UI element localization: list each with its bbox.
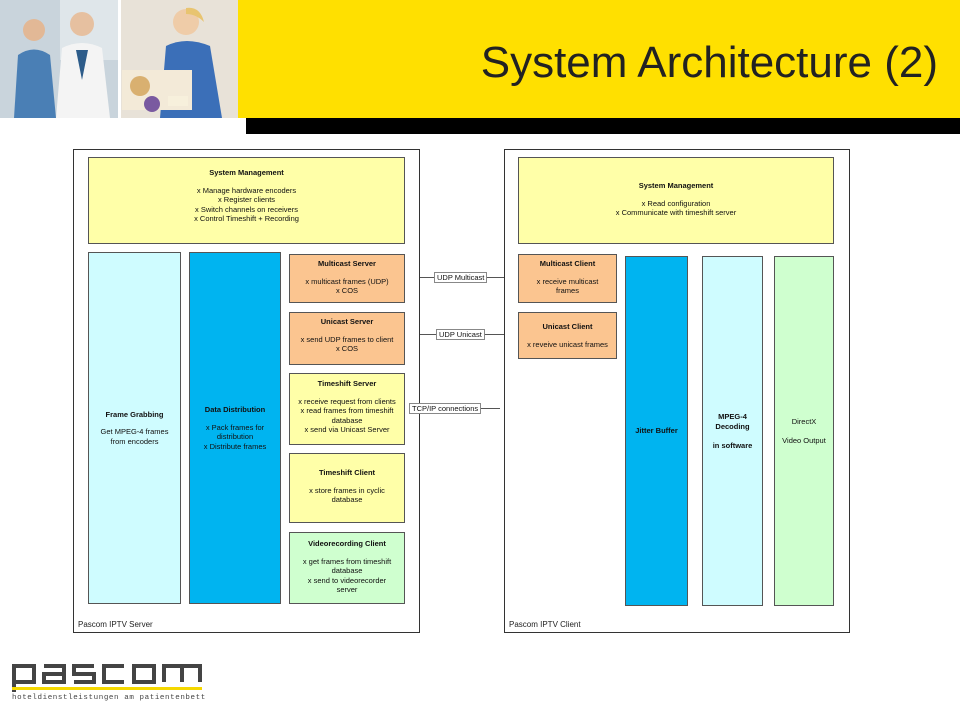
header-photo bbox=[0, 0, 238, 118]
header-photo-illustration bbox=[0, 0, 238, 118]
frame-grabbing-box: Frame Grabbing Get MPEG-4 frames from en… bbox=[88, 252, 181, 604]
box-line: frames bbox=[556, 286, 579, 295]
box-title: Videorecording Client bbox=[308, 539, 386, 548]
timeshift-server-box: Timeshift Server x receive request from … bbox=[289, 373, 405, 445]
slide-title: System Architecture (2) bbox=[480, 38, 938, 87]
box-line: x read frames from timeshift bbox=[300, 406, 394, 415]
box-line: MPEG-4 bbox=[718, 412, 747, 421]
box-line: x send UDP frames to client bbox=[300, 334, 394, 344]
multicast-server-box: Multicast Server x multicast frames (UDP… bbox=[289, 254, 405, 303]
box-line: from encoders bbox=[110, 436, 159, 446]
directx-box: DirectX Video Output bbox=[774, 256, 834, 606]
box-line: Get MPEG-4 frames bbox=[100, 427, 169, 437]
box-line: DirectX bbox=[791, 416, 817, 426]
box-line: x COS bbox=[335, 344, 359, 353]
box-title: Timeshift Server bbox=[317, 379, 377, 388]
box-line: x get frames from timeshift bbox=[302, 556, 392, 566]
multicast-client-box: Multicast Client x receive multicast fra… bbox=[518, 254, 617, 303]
box-line: x Read configuration bbox=[641, 198, 711, 208]
mpeg-decoding-box: MPEG-4 Decoding in software bbox=[702, 256, 763, 606]
pascom-logo-mark bbox=[12, 664, 202, 692]
box-line: Video Output bbox=[782, 435, 826, 445]
box-line: x send via Unicast Server bbox=[304, 425, 390, 434]
box-line: x receive request from clients bbox=[298, 396, 396, 406]
box-line: in software bbox=[712, 440, 753, 450]
data-distribution-box: Data Distribution x Pack frames for dist… bbox=[189, 252, 281, 604]
logo-tagline: hoteldienstleistungen am patientenbett bbox=[12, 694, 206, 702]
box-title: Jitter Buffer bbox=[635, 426, 678, 436]
box-line: database bbox=[331, 415, 363, 425]
box-line: x Communicate with timeshift server bbox=[615, 208, 737, 217]
box-line: x store frames in cyclic bbox=[309, 485, 385, 495]
box-title: Multicast Server bbox=[318, 259, 376, 268]
box-line: x COS bbox=[335, 286, 359, 295]
box-title: Unicast Server bbox=[320, 317, 374, 326]
box-line bbox=[779, 426, 829, 436]
box-line: x multicast frames (UDP) bbox=[305, 276, 389, 286]
box-line: x Pack frames for bbox=[205, 422, 265, 432]
unicast-client-box: Unicast Client x reveive unicast frames bbox=[518, 312, 617, 359]
box-line: x Distribute frames bbox=[203, 441, 267, 451]
box-line: x send to videorecorder bbox=[307, 575, 387, 585]
box-title: System Management bbox=[638, 181, 714, 190]
box-line: x Manage hardware encoders bbox=[196, 185, 297, 195]
timeshift-client-box: Timeshift Client x store frames in cycli… bbox=[289, 453, 405, 523]
box-title: Frame Grabbing bbox=[105, 409, 164, 419]
server-system-management: System Management x Manage hardware enco… bbox=[88, 157, 405, 244]
server-frame-label: Pascom IPTV Server bbox=[78, 620, 153, 629]
box-title: Unicast Client bbox=[542, 322, 593, 331]
videorecording-client-box: Videorecording Client x get frames from … bbox=[289, 532, 405, 604]
box-line: x Control Timeshift + Recording bbox=[194, 214, 299, 223]
box-title: Multicast Client bbox=[539, 259, 596, 268]
box-title: Data Distribution bbox=[204, 405, 266, 414]
box-line: x reveive unicast frames bbox=[527, 339, 608, 349]
box-line: x Switch channels on receivers bbox=[195, 204, 298, 214]
unicast-server-box: Unicast Server x send UDP frames to clie… bbox=[289, 312, 405, 365]
header-rule bbox=[246, 118, 960, 134]
header-gap bbox=[0, 118, 246, 124]
box-title: System Management bbox=[209, 168, 284, 177]
udp-multicast-label: UDP Multicast bbox=[434, 272, 488, 283]
box-line: distribution bbox=[216, 432, 254, 441]
box-line: server bbox=[336, 585, 358, 594]
box-title: Timeshift Client bbox=[318, 468, 376, 477]
box-line: x receive multicast bbox=[536, 276, 599, 286]
udp-unicast-label: UDP Unicast bbox=[436, 329, 485, 340]
box-line: database bbox=[331, 495, 363, 504]
pascom-logo: hoteldienstleistungen am patientenbett bbox=[10, 658, 210, 708]
box-line bbox=[707, 431, 758, 441]
box-line: x Register clients bbox=[217, 195, 276, 204]
jitter-buffer-box: Jitter Buffer bbox=[625, 256, 688, 606]
client-frame-label: Pascom IPTV Client bbox=[509, 620, 581, 629]
tcp-ip-label: TCP/IP connections bbox=[409, 403, 482, 414]
box-line: database bbox=[331, 566, 363, 575]
box-line: Decoding bbox=[715, 421, 750, 431]
client-system-management: System Management x Read configuration x… bbox=[518, 157, 834, 244]
